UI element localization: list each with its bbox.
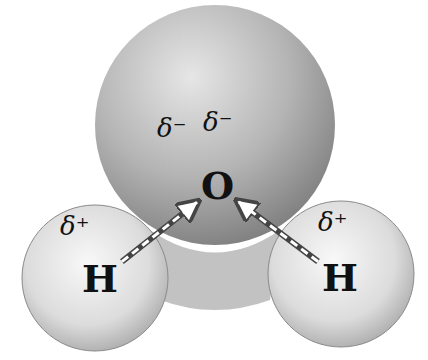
element-symbol: H	[82, 260, 118, 298]
hydrogen-atom: δ⁺ H	[268, 201, 414, 347]
element-symbol: O	[201, 167, 234, 205]
hydrogen-sphere	[22, 205, 168, 351]
partial-charge: δ⁺	[318, 209, 347, 235]
oxygen-sphere	[95, 5, 335, 245]
electron-shift-arrow	[122, 202, 197, 261]
arrow-line	[122, 202, 197, 261]
partial-charge: δ⁺	[60, 213, 89, 239]
partial-charge: δ⁻	[157, 115, 186, 141]
hydrogen-atom: δ⁺ H	[22, 205, 168, 351]
electron-shift-arrow	[238, 201, 318, 261]
oxygen-atom: δ⁻ δ⁻ O	[95, 5, 335, 245]
bond-shadow	[150, 230, 280, 310]
element-symbol: H	[322, 259, 358, 297]
arrow-line	[122, 202, 197, 261]
hydrogen-sphere	[268, 201, 414, 347]
partial-charge: δ⁻	[203, 109, 232, 135]
arrow-line	[238, 201, 318, 261]
arrow-line	[238, 201, 318, 261]
